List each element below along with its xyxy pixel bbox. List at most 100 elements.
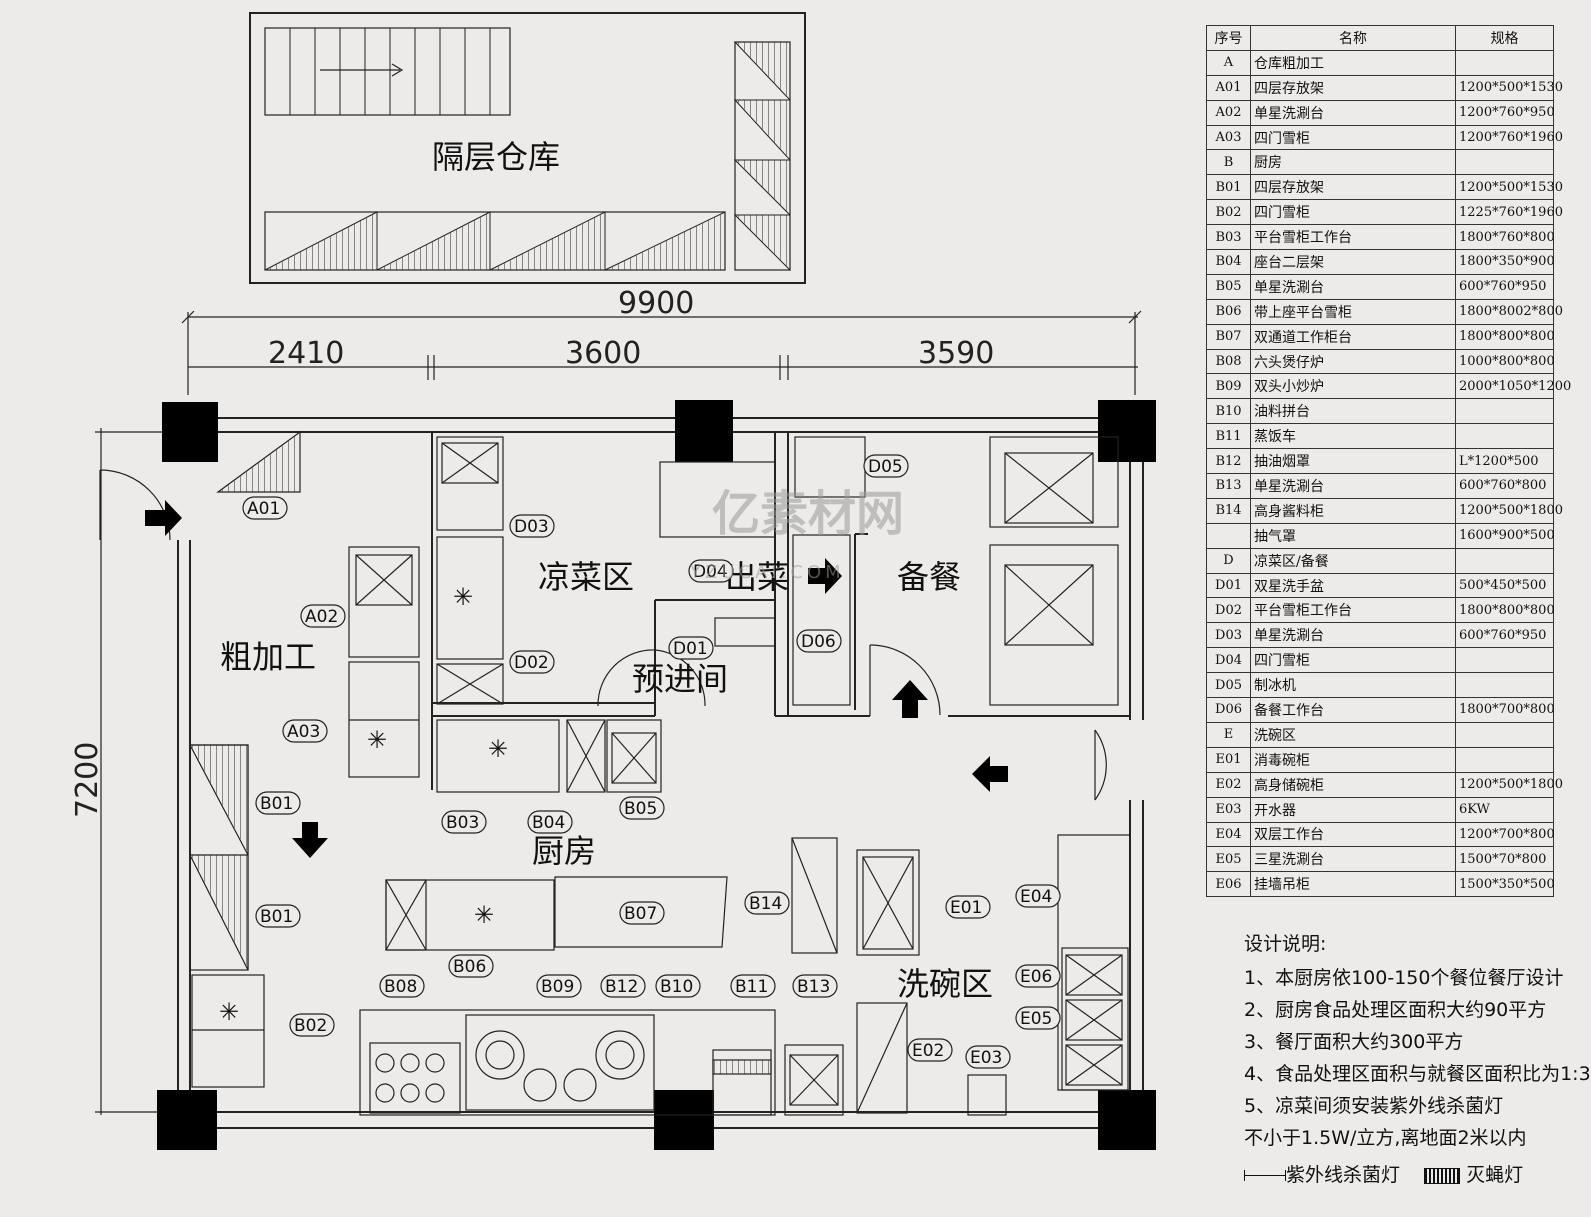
room-labels: 粗加工 凉菜区 出菜 备餐 预进间 厨房 洗碗区 xyxy=(220,558,993,1003)
cell-spec: 1500*70*800 xyxy=(1455,846,1554,873)
cell-code: D06 xyxy=(1206,697,1251,723)
cell-spec: 1225*760*1960 xyxy=(1455,199,1563,226)
cell-spec: 1800*8002*800 xyxy=(1455,298,1563,325)
svg-text:✳: ✳ xyxy=(474,901,494,929)
fridge-symbols: ✳ ✳ ✳ ✳ ✳ xyxy=(219,583,508,1026)
cell-name: 四层存放架 xyxy=(1250,174,1456,201)
cell-name: 平台雪柜工作台 xyxy=(1250,597,1456,624)
tag-B13: B13 xyxy=(797,977,830,997)
tag-A02: A02 xyxy=(305,607,338,627)
cell-name: 四门雪柜 xyxy=(1250,124,1456,151)
cell-spec: 1200*500*1800 xyxy=(1455,771,1563,798)
cell-spec: 1200*500*1800 xyxy=(1455,497,1563,524)
cell-spec: 1800*350*900 xyxy=(1455,249,1555,275)
watermark: 亿素材网 YZUCAI.COM xyxy=(689,486,904,583)
cell-spec: 1500*350*500 xyxy=(1455,871,1555,898)
cell-spec xyxy=(1455,149,1554,176)
cell-spec: 1800*800*800 xyxy=(1455,323,1555,350)
room-anteroom: 预进间 xyxy=(632,660,728,698)
cell-code: B14 xyxy=(1206,497,1251,524)
tag-B05: B05 xyxy=(624,799,657,819)
cell-code: D05 xyxy=(1206,672,1251,699)
cell-code: E03 xyxy=(1206,796,1251,823)
cell-code: B06 xyxy=(1206,298,1251,325)
cell-spec: 1000*800*800 xyxy=(1455,348,1555,375)
cell-code: E06 xyxy=(1206,871,1251,898)
legend: 紫外线杀菌灯 灭蝇灯 xyxy=(1244,1160,1523,1187)
dim-total-width: 9900 xyxy=(618,286,694,321)
equipment xyxy=(189,430,1131,1116)
table-header-row: 序号 名称 规格 xyxy=(1206,25,1554,51)
cell-name: 仓库粗加工 xyxy=(1250,49,1456,76)
tag-E04: E04 xyxy=(1020,887,1052,907)
cell-code: D03 xyxy=(1206,622,1251,649)
cell-name: 备餐工作台 xyxy=(1250,697,1456,723)
note-line: 5、凉菜间须安装紫外线杀菌灯 xyxy=(1244,1095,1504,1117)
room-serving: 出菜 xyxy=(725,558,789,596)
floor-plan-svg: 隔层仓库 9900 2410 3600 3590 7200 xyxy=(70,12,1156,1150)
tag-A01: A01 xyxy=(247,499,280,519)
cell-spec: 600*760*950 xyxy=(1455,622,1554,649)
tag-B04: B04 xyxy=(532,813,565,833)
cell-spec: L*1200*500 xyxy=(1455,448,1554,475)
cell-name: 高身储碗柜 xyxy=(1250,771,1456,798)
tag-B01-a: B01 xyxy=(260,794,293,814)
cell-name: 四门雪柜 xyxy=(1250,199,1456,226)
cell-name: 蒸饭车 xyxy=(1250,423,1456,450)
cell-code: B11 xyxy=(1206,423,1251,450)
cell-spec: 1200*760*1960 xyxy=(1455,124,1563,151)
header-name: 名称 xyxy=(1250,25,1456,51)
cell-code: D xyxy=(1206,547,1251,574)
cell-name: 双头小炒炉 xyxy=(1250,373,1456,400)
cell-code: D01 xyxy=(1206,572,1251,599)
cell-spec: 600*760*800 xyxy=(1455,473,1554,499)
cell-spec xyxy=(1455,49,1554,76)
cell-code: B05 xyxy=(1206,273,1251,300)
cell-name: 单星洗涮台 xyxy=(1250,99,1456,126)
cell-spec: 1200*760*950 xyxy=(1455,99,1555,126)
svg-text:✳: ✳ xyxy=(453,583,473,611)
tag-B08: B08 xyxy=(384,977,417,997)
mezzanine-warehouse: 隔层仓库 xyxy=(249,12,806,284)
uv-lamp-symbol xyxy=(1244,1170,1286,1181)
note-line: 3、餐厅面积大约300平方 xyxy=(1244,1031,1464,1053)
cell-name: 单星洗涮台 xyxy=(1250,622,1456,649)
cell-spec xyxy=(1455,647,1554,674)
tag-B02: B02 xyxy=(294,1016,327,1036)
tag-D05: D05 xyxy=(868,457,903,477)
cell-name: 单星洗涮台 xyxy=(1250,473,1456,499)
cell-name: 挂墙吊柜 xyxy=(1250,871,1456,898)
notes-title: 设计说明: xyxy=(1244,933,1327,955)
cell-name: 高身酱料柜 xyxy=(1250,497,1456,524)
cell-name: 双星洗手盆 xyxy=(1250,572,1456,599)
cell-code: B08 xyxy=(1206,348,1251,375)
watermark-main: 亿素材网 xyxy=(712,486,904,542)
cell-name: 抽油烟罩 xyxy=(1250,448,1456,475)
cell-spec: 1200*500*1530 xyxy=(1455,174,1563,201)
room-prep: 备餐 xyxy=(897,558,961,596)
cell-name: 三星洗涮台 xyxy=(1250,846,1456,873)
tag-B12: B12 xyxy=(605,977,638,997)
cell-name: 凉菜区/备餐 xyxy=(1250,547,1456,574)
cell-spec: 1800*700*800 xyxy=(1455,697,1555,723)
room-rough-processing: 粗加工 xyxy=(220,638,316,676)
cell-code: E xyxy=(1206,721,1251,748)
tag-B06: B06 xyxy=(453,957,486,977)
tag-E01: E01 xyxy=(950,898,982,918)
header-spec: 规格 xyxy=(1455,25,1554,51)
